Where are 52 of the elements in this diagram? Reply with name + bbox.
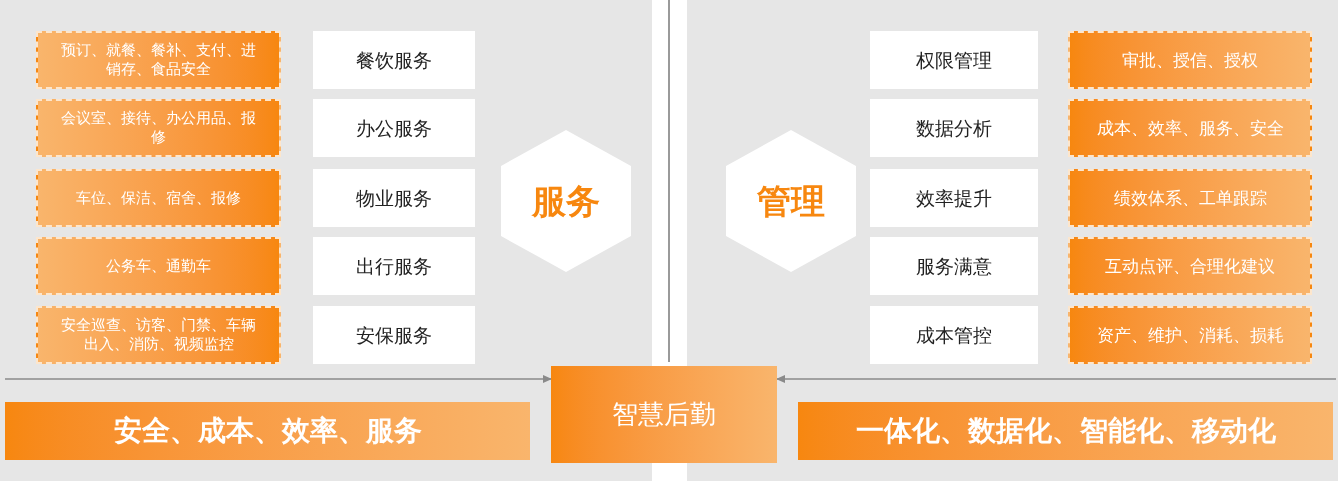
- arrow: [776, 375, 1337, 383]
- service-box: [313, 169, 475, 227]
- slogan-bar: [5, 402, 530, 460]
- service-box: [870, 306, 1038, 364]
- label: 会议室、接待、办公用品、报修: [60, 109, 257, 147]
- feature-box: [36, 31, 281, 89]
- feature-box: [36, 306, 281, 364]
- label: 出行服务: [356, 253, 432, 279]
- label: 安全、成本、效率、服务: [113, 413, 422, 449]
- label: 餐饮服务: [356, 47, 432, 73]
- service-box: [313, 306, 475, 364]
- service-box: [870, 237, 1038, 295]
- label: 效率提升: [916, 185, 992, 211]
- hexagon-node: [726, 130, 856, 272]
- feature-box: [1068, 169, 1312, 227]
- feature-box: [36, 169, 281, 227]
- service-box: [313, 99, 475, 157]
- label: 物业服务: [356, 185, 432, 211]
- label: 一体化、数据化、智能化、移动化: [855, 413, 1276, 449]
- service-box: [870, 169, 1038, 227]
- feature-box: [1068, 31, 1312, 89]
- feature-box: [36, 99, 281, 157]
- label: 服务满意: [916, 253, 992, 279]
- label: 安保服务: [356, 322, 432, 348]
- feature-box: [1068, 237, 1312, 295]
- label: 审批、授信、授权: [1122, 50, 1258, 70]
- service-box: [870, 31, 1038, 89]
- label: 安全巡查、访客、门禁、车辆出入、消防、视频监控: [60, 316, 257, 354]
- service-box: [313, 31, 475, 89]
- label: 权限管理: [916, 47, 992, 73]
- label: 成本管控: [916, 322, 992, 348]
- center-box: [551, 366, 777, 463]
- label: 数据分析: [916, 115, 992, 141]
- hexagon-node: [501, 130, 631, 272]
- feature-box: [1068, 99, 1312, 157]
- label: 车位、保洁、宿舍、报修: [76, 188, 241, 208]
- label: 办公服务: [356, 115, 432, 141]
- label: 智慧后勤: [612, 398, 716, 431]
- label: 资产、维护、消耗、损耗: [1096, 325, 1284, 345]
- label: 服务: [532, 179, 600, 223]
- label: 公务车、通勤车: [106, 256, 211, 276]
- feature-box: [1068, 306, 1312, 364]
- label: 互动点评、合理化建议: [1105, 256, 1275, 276]
- slogan-bar: [798, 402, 1333, 460]
- feature-box: [36, 237, 281, 295]
- arrow: [4, 375, 552, 383]
- label: 管理: [757, 179, 825, 223]
- label: 预订、就餐、餐补、支付、进销存、食品安全: [60, 41, 257, 79]
- service-box: [870, 99, 1038, 157]
- label: 绩效体系、工单跟踪: [1113, 188, 1267, 208]
- label: 成本、效率、服务、安全: [1096, 118, 1284, 138]
- service-box: [313, 237, 475, 295]
